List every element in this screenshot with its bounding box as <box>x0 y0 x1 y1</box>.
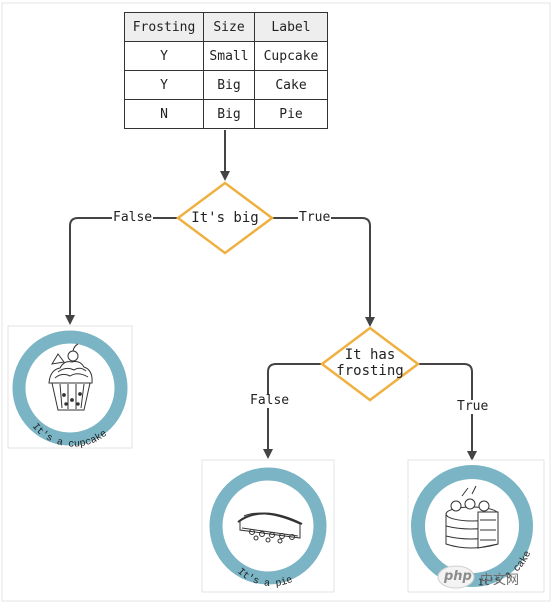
table-cell: Small <box>203 41 255 71</box>
decision-root-diamond <box>175 181 275 255</box>
edge-root-true <box>272 217 375 327</box>
decision-second-label-line1: It has <box>344 347 396 363</box>
table-row: N Big Pie <box>124 99 328 129</box>
watermark-logo <box>437 565 475 589</box>
edge-label-root-false: False <box>112 210 154 225</box>
cupcake-illustration <box>48 343 93 411</box>
table-row: Y Small Cupcake <box>124 41 328 71</box>
table-cell: Big <box>203 99 255 129</box>
table-cell: Big <box>203 70 255 100</box>
watermark-suffix: 中文网 <box>480 573 520 588</box>
table-row: Y Big Cake <box>124 70 328 100</box>
watermark-brand: php <box>444 569 472 584</box>
edge-root-false <box>65 217 178 325</box>
table-header-frosting: Frosting <box>124 12 204 42</box>
edge-second-true <box>418 363 477 461</box>
table-header-size: Size <box>203 12 255 42</box>
cake-illustration <box>445 485 499 549</box>
table-cell: Y <box>124 70 204 100</box>
pie-illustration <box>237 512 303 544</box>
table-cell: Y <box>124 41 204 71</box>
table-header-label: Label <box>254 12 328 42</box>
table-cell: Pie <box>254 99 328 129</box>
edge-label-second-false: False <box>249 393 291 408</box>
table-cell: N <box>124 99 204 129</box>
edge-label-root-true: True <box>298 210 332 225</box>
table-cell: Cupcake <box>254 41 328 71</box>
decision-second-diamond <box>319 326 421 402</box>
training-data-table: Frosting Size Label Y Small Cupcake Y Bi… <box>124 12 328 129</box>
edge-second-false <box>263 363 322 459</box>
decision-root-label: It's big <box>191 210 259 226</box>
decision-second-label-line2: frosting <box>336 363 404 379</box>
table-cell: Cake <box>254 70 328 100</box>
edge-label-second-true: True <box>456 399 490 414</box>
